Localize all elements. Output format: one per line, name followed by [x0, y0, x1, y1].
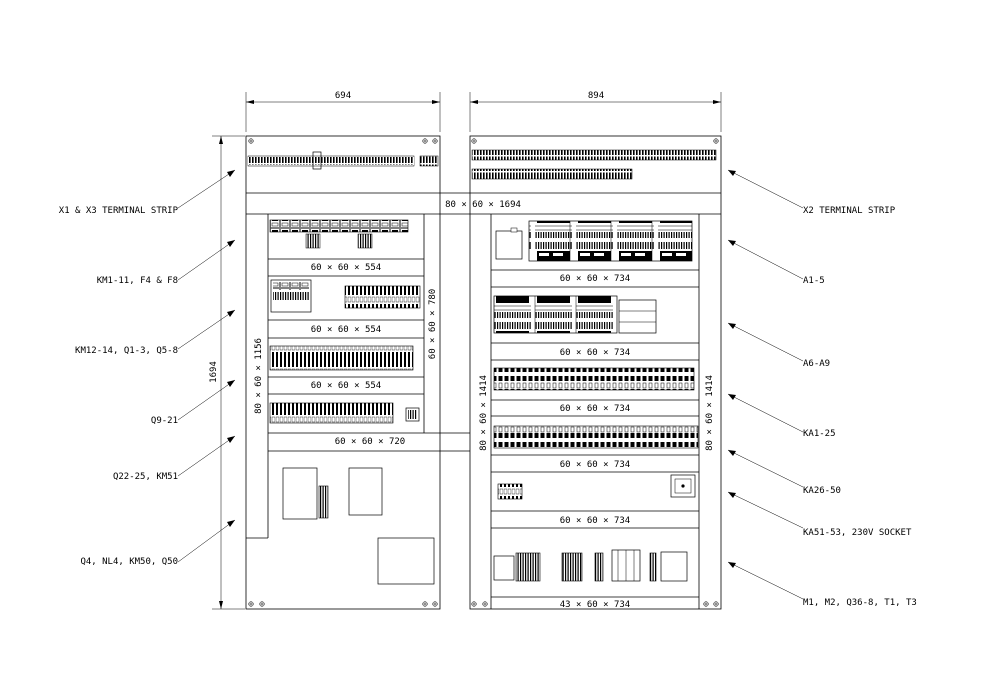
callout-label: A1-5: [803, 276, 825, 286]
left-vertical-trunking-label: 80 × 60 × 1156: [254, 338, 264, 414]
right-row-5-trunking-label: 60 × 60 × 734: [560, 516, 630, 526]
callout-label: X2 TERMINAL STRIP: [803, 206, 896, 216]
socket-icon: [670, 474, 696, 498]
right-left-trunking-label: 80 × 60 × 1414: [479, 375, 489, 451]
callout-ka1-25: KA1-25: [727, 393, 836, 439]
callout-m1-m2: M1, M2, Q36-8, T1, T3: [727, 561, 917, 608]
left-row-2-trunking-label: 60 × 60 × 554: [311, 325, 381, 335]
right-right-trunking-label: 80 × 60 × 1414: [705, 375, 715, 451]
relays-ka1-25: [493, 367, 695, 391]
modules-a1-5: [495, 220, 693, 262]
callout-km12-14: KM12-14, Q1-3, Q5-8: [75, 309, 236, 356]
callout-ka51-53: KA51-53, 230V SOCKET: [727, 491, 912, 538]
left-inner-trunking-label: 60 × 60 × 780: [428, 289, 438, 359]
callout-x2: X2 TERMINAL STRIP: [727, 169, 896, 216]
callout-a6-a9: A6-A9: [727, 322, 830, 369]
callout-label: Q22-25, KM51: [113, 472, 178, 482]
callout-q22-25: Q22-25, KM51: [113, 435, 236, 482]
callout-q4-nl4: Q4, NL4, KM50, Q50: [80, 519, 236, 567]
callout-q9-21: Q9-21: [151, 379, 236, 426]
callout-ka26-50: KA26-50: [727, 449, 841, 496]
right-row-6-trunking-label: 43 × 60 × 734: [560, 600, 630, 610]
callout-a1-5: A1-5: [727, 239, 825, 286]
dimension-height: 1694: [209, 135, 245, 610]
callout-label: A6-A9: [803, 359, 830, 369]
right-row-4-trunking-label: 60 × 60 × 734: [560, 460, 630, 470]
devices-km12-14-q1-3: [270, 279, 421, 313]
left-horizontal-trunking-label: 60 × 60 × 720: [335, 437, 405, 447]
right-width-label: 894: [588, 91, 604, 101]
callout-label: KA1-25: [803, 429, 836, 439]
right-callouts: X2 TERMINAL STRIP A1-5 A6-A9 KA1-25 KA26…: [727, 169, 917, 608]
callout-x1-x3: X1 & X3 TERMINAL STRIP: [59, 169, 236, 216]
left-row-3-trunking-label: 60 × 60 × 554: [311, 381, 381, 391]
callout-label: X1 & X3 TERMINAL STRIP: [59, 206, 179, 216]
right-panel: 80 × 60 × 1414 80 × 60 × 1414 60 × 60 × …: [469, 135, 722, 610]
screw-icon: [248, 138, 438, 607]
devices-q4-nl4-km50-q50: [282, 467, 435, 585]
relays-ka26-50: [493, 425, 699, 449]
x2-terminal-strip: [471, 149, 717, 180]
left-panel: 80 × 60 × 1156 60 × 60 × 780 60 × 60 × 5…: [245, 135, 470, 610]
screw-icon: [471, 138, 719, 607]
callout-label: KM12-14, Q1-3, Q5-8: [75, 346, 178, 356]
left-callouts: X1 & X3 TERMINAL STRIP KM1-11, F4 & F8 K…: [59, 169, 236, 567]
breakers-q9-21: [269, 345, 414, 371]
callout-label: KA51-53, 230V SOCKET: [803, 528, 912, 538]
left-width-label: 694: [335, 91, 351, 101]
right-row-1-trunking-label: 60 × 60 × 734: [560, 274, 630, 284]
contactors-km1-11: [269, 219, 409, 249]
breakers-q22-25-km51: [269, 402, 420, 424]
relays-ka51-53: [497, 483, 523, 500]
height-label: 1694: [209, 361, 219, 383]
dimension-right-width: 894: [469, 91, 722, 132]
callout-label: M1, M2, Q36-8, T1, T3: [803, 598, 917, 608]
x1-x3-terminal-strip: [247, 151, 439, 170]
top-trunking-label: 80 × 60 × 1694: [445, 200, 521, 210]
devices-m1-m2-q36-8-t1-t3: [493, 549, 688, 582]
callout-label: KA26-50: [803, 486, 841, 496]
callout-label: KM1-11, F4 & F8: [97, 276, 178, 286]
dimension-left-width: 694: [245, 91, 441, 132]
callout-label: Q9-21: [151, 416, 178, 426]
callout-km1-11: KM1-11, F4 & F8: [97, 239, 236, 286]
right-row-3-trunking-label: 60 × 60 × 734: [560, 404, 630, 414]
left-row-1-trunking-label: 60 × 60 × 554: [311, 263, 381, 273]
modules-a6-a9: [493, 295, 657, 334]
right-row-2-trunking-label: 60 × 60 × 734: [560, 348, 630, 358]
callout-label: Q4, NL4, KM50, Q50: [80, 557, 178, 567]
